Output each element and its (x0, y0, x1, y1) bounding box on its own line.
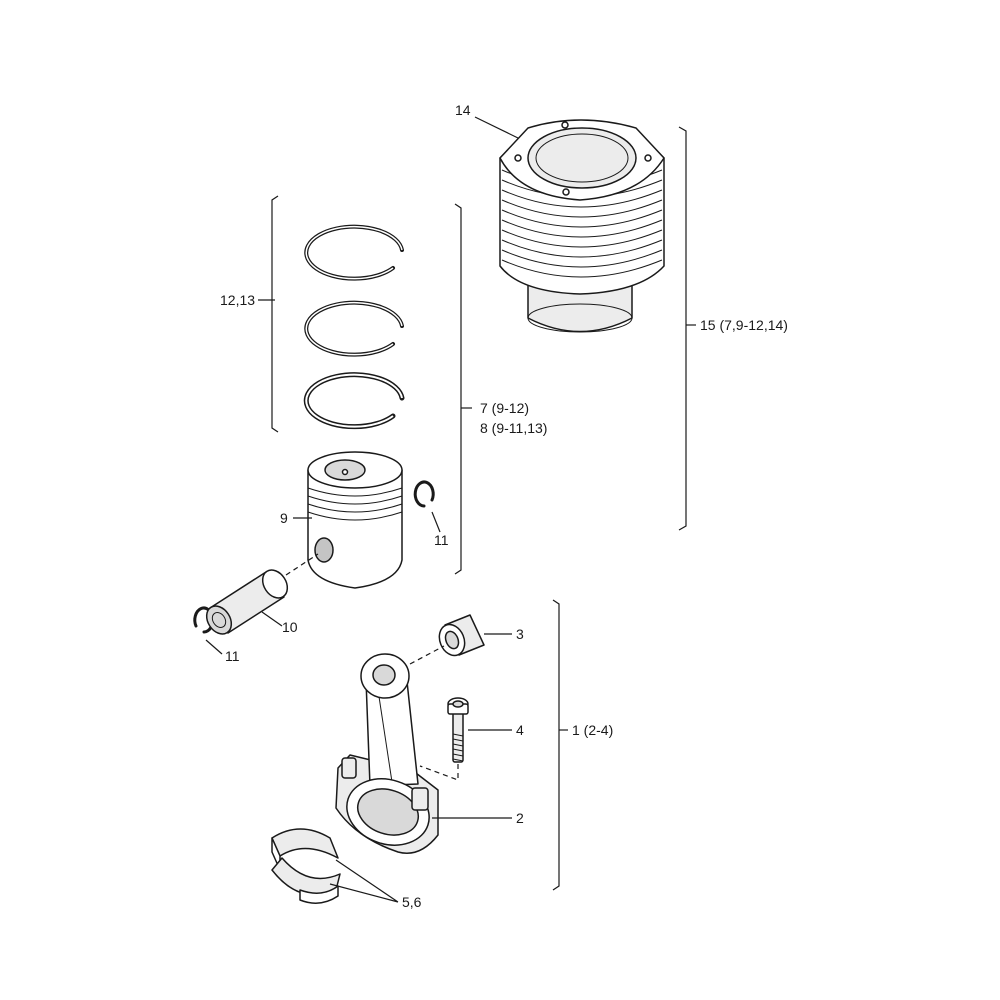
bolt-thread (452, 748, 464, 752)
assembly-line-bushing (409, 645, 445, 665)
piston-ring-groove (307, 503, 403, 513)
bolt-thread (452, 733, 464, 737)
bracket-7-8 (454, 203, 462, 575)
piston-ring-groove (307, 511, 403, 521)
leader-10 (261, 611, 283, 627)
piston-ring-groove (307, 495, 403, 505)
callout-2: 2 (516, 810, 524, 826)
cylinder-fin (501, 259, 663, 278)
bolt-thread (452, 753, 464, 757)
bolt-thread (452, 738, 464, 742)
piston-ring-middle (304, 300, 404, 357)
leader-11-piston (431, 511, 441, 533)
piston-ring-oil (303, 372, 405, 430)
cylinder-fin (501, 219, 663, 238)
bracket-12-13 (271, 195, 279, 433)
callout-9: 9 (280, 510, 288, 526)
callout-1: 1 (2-4) (572, 722, 613, 738)
callout-8: 8 (9-11,13) (480, 420, 547, 436)
connecting-rod-bolt (447, 697, 469, 763)
cylinder-fin (501, 189, 663, 208)
cylinder-fin (501, 199, 663, 218)
callout-15: 15 (7,9-12,14) (700, 317, 788, 333)
assembly-line-pin (285, 553, 319, 576)
piston-rings (303, 224, 405, 430)
bearing-shells (271, 828, 341, 904)
leader-5-6 (329, 859, 399, 903)
cylinder-fin (501, 229, 663, 248)
cylinder-fin (501, 239, 663, 258)
callout-3: 3 (516, 626, 524, 642)
bolt-thread (452, 758, 464, 762)
cylinder (499, 119, 665, 333)
piston-ring-groove (307, 487, 403, 497)
circlip-piston (413, 480, 435, 508)
piston (307, 451, 403, 589)
piston-pin (205, 569, 289, 635)
leader-14 (474, 116, 519, 139)
leader-11-pin (205, 639, 223, 655)
callout-10: 10 (282, 619, 298, 635)
callout-14: 14 (455, 102, 471, 118)
callout-11-pin: 11 (225, 648, 240, 664)
bracket-1 (552, 599, 560, 891)
callout-4: 4 (516, 722, 524, 738)
callout-11-piston: 11 (434, 532, 449, 548)
piston-ring-top (304, 224, 404, 281)
cylinder-fin (501, 209, 663, 228)
callout-12-13: 12,13 (220, 292, 255, 308)
connecting-rod (335, 653, 439, 854)
bracket-15 (678, 126, 687, 531)
small-end-bushing (438, 614, 485, 657)
cylinder-fin (501, 249, 663, 268)
callout-5-6: 5,6 (402, 894, 422, 910)
assembly-line-bolt (419, 764, 459, 781)
bolt-thread (452, 743, 464, 747)
callout-7: 7 (9-12) (480, 400, 529, 416)
